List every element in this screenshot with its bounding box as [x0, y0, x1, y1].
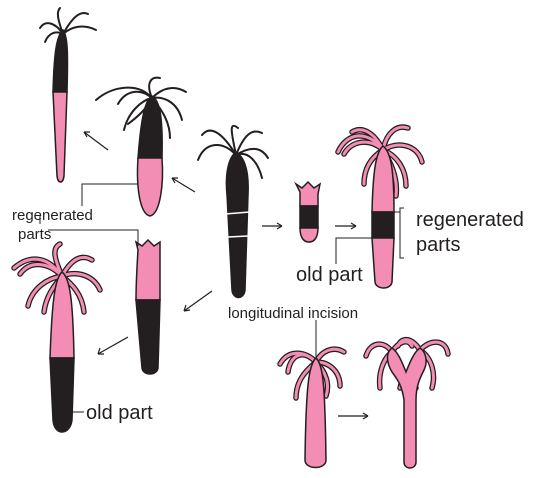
- arrow-to-bottom-left: [98, 337, 128, 354]
- small-piece-regenerated-part: [296, 182, 320, 206]
- incision-hydra-after: [366, 340, 448, 468]
- arrow-to-middle-left-segment: [184, 291, 212, 311]
- central-hydra-body: [226, 152, 248, 298]
- leader-regenerated-to-upper-middle: [82, 184, 138, 206]
- central-hydra: [198, 126, 268, 298]
- top-left-hydra-regenerated-part: [53, 92, 67, 182]
- top-left-hydra: [40, 8, 96, 182]
- label-old-part-bottom: old part: [86, 402, 153, 424]
- incision-before-body: [305, 358, 326, 468]
- arrow-to-top-left: [84, 132, 108, 150]
- leader-old-part-right: [336, 238, 372, 264]
- middle-left-segment-old-part: [136, 300, 160, 374]
- top-left-hydra-tentacles: [40, 8, 96, 42]
- right-hydra-old-part: [372, 212, 394, 238]
- label-regenerated-right-2: parts: [416, 234, 460, 256]
- leader-lines: [40, 184, 404, 412]
- label-regenerated-left-2: parts: [18, 226, 51, 243]
- small-piece-regenerated-foot: [300, 228, 318, 242]
- right-hydra-regenerated-foot: [372, 238, 394, 288]
- arrow-to-right-hydra: [335, 223, 356, 229]
- cut-line-lower: [228, 236, 248, 237]
- label-regenerated-left-1: regenerated: [12, 207, 93, 224]
- middle-left-segment: [136, 240, 160, 374]
- top-left-hydra-old-part: [53, 30, 68, 92]
- upper-middle-hydra: [96, 78, 186, 216]
- incision-hydra-before: [280, 349, 344, 467]
- incision-after-body: [388, 348, 427, 468]
- label-regenerated-right-1: regenerated: [416, 209, 524, 231]
- bottom-left-hydra-old-part: [50, 358, 74, 432]
- arrow-incision: [338, 413, 368, 419]
- label-old-part-right: old part: [296, 264, 363, 286]
- bracket-regenerated-right: [400, 208, 404, 258]
- arrow-to-small-piece: [262, 223, 282, 229]
- arrow-to-upper-middle: [172, 178, 195, 192]
- middle-left-segment-regenerated-part: [136, 240, 160, 300]
- small-piece: [296, 182, 320, 242]
- upper-middle-hydra-old-part: [138, 96, 162, 158]
- small-piece-old-part: [300, 206, 318, 228]
- upper-middle-hydra-regenerated-part: [138, 158, 163, 216]
- label-longitudinal-incision: longitudinal incision: [228, 305, 358, 322]
